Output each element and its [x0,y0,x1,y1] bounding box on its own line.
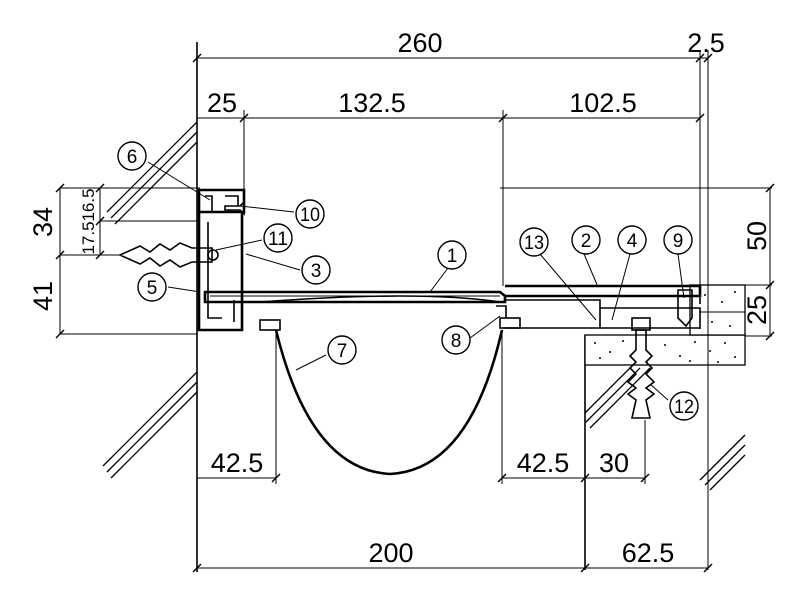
screw-right [677,289,693,328]
callout-12: 12 [669,391,699,421]
svg-text:5: 5 [147,278,158,299]
svg-text:7: 7 [337,341,348,362]
dim-anchor-offset: 30 [599,448,629,478]
left-frame-profile [197,188,246,332]
dim-right-offset: 42.5 [517,448,570,478]
svg-text:1: 1 [447,246,458,267]
dim-left-offset: 42.5 [211,448,264,478]
dimension-lines [55,50,775,573]
dim-height-41: 41 [28,281,58,311]
right-slab [584,284,746,570]
callout-5: 5 [137,272,167,302]
svg-text:9: 9 [673,231,684,252]
callout-4: 4 [617,225,647,255]
callout-2: 2 [571,225,601,255]
callout-13: 13 [519,227,549,257]
dim-height-34: 34 [28,207,58,237]
svg-text:12: 12 [674,397,694,418]
leader-lines [147,161,685,401]
dim-right-span: 102.5 [569,88,637,118]
callout-9: 9 [663,225,693,255]
dim-height-25: 25 [742,295,772,325]
callout-1: 1 [437,240,467,270]
waterproof-sheet [259,305,521,476]
left-wall-hatch-bottom [102,371,198,479]
dim-left-frame: 25 [207,88,237,118]
left-wall-hatch-top [106,121,198,225]
cover-plate [203,290,507,304]
svg-text:11: 11 [268,229,288,250]
dim-height-50: 50 [742,221,772,251]
svg-text:4: 4 [627,231,638,252]
dimension-labels: 260 2.5 25 132.5 102.5 200 62.5 42.5 42.… [28,28,772,568]
dim-height-16-5: 16.5 [79,188,98,221]
svg-text:3: 3 [311,261,322,282]
callout-7: 7 [327,335,357,365]
callout-3: 3 [301,255,331,285]
dim-bottom-right: 62.5 [622,538,675,568]
svg-text:10: 10 [300,205,320,226]
callout-6: 6 [117,141,147,171]
callout-11: 11 [263,223,293,253]
right-frame-profile [505,284,702,329]
dim-cover-span: 132.5 [338,88,406,118]
wall-anchor-left [118,242,219,268]
left-wall [102,42,198,572]
anchor-bottom-right [626,317,656,419]
right-slab-hatch [584,367,746,491]
svg-text:6: 6 [127,147,138,168]
dim-edge-gap: 2.5 [687,28,725,58]
dim-bottom-total: 200 [368,538,413,568]
dim-height-17-5: 17.5 [79,221,98,254]
svg-text:2: 2 [581,231,592,252]
svg-text:8: 8 [451,331,462,352]
dim-overall-width: 260 [397,28,442,58]
callout-8: 8 [441,325,471,355]
callout-10: 10 [295,199,325,229]
concrete-dots [594,291,736,363]
concrete-slab [584,334,746,366]
svg-text:13: 13 [524,233,544,254]
